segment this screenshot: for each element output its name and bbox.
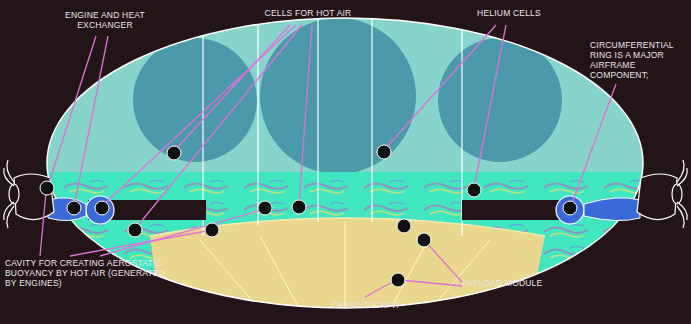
hot-air-cavity	[40, 172, 650, 312]
callout-label: CREW COCKPIT	[326, 300, 406, 310]
callout-label: CELLS FOR HOT AIR	[248, 8, 368, 18]
helium-cell	[260, 18, 416, 174]
circumferential-ring	[48, 196, 640, 224]
callout-label: PAYLOAD MODULE	[462, 278, 552, 288]
callout-label: HELIUM CELLS	[466, 8, 552, 18]
callout-label: ENGINE AND HEAT EXCHANGER	[60, 10, 150, 30]
payload-module	[150, 218, 545, 310]
leader-line	[40, 25, 616, 297]
callout-label: CAVITY FOR CREATING AEROSTATIC BUOYANCY …	[5, 258, 173, 288]
helium-cell	[133, 38, 257, 162]
callout-label: CIRCUMFERENTIAL RING IS A MAJOR AIRFRAME…	[590, 40, 686, 80]
